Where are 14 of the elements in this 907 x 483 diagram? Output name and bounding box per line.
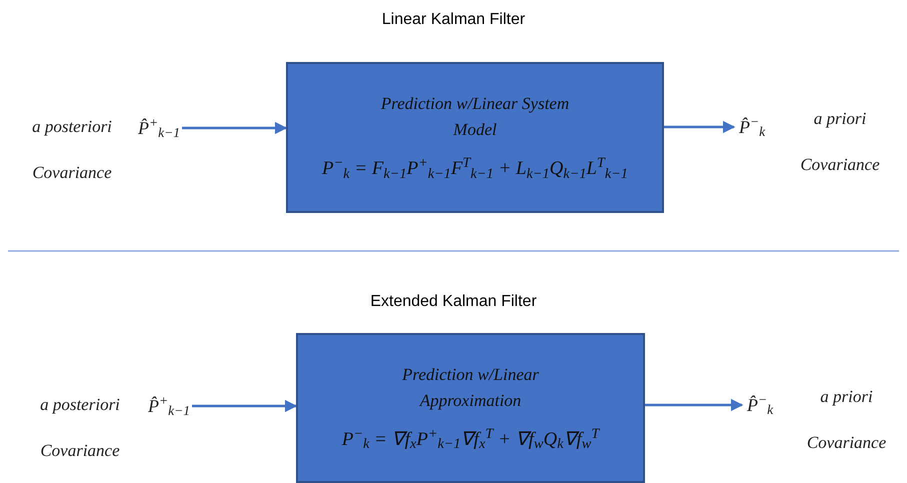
beside-text: a priori Covariance bbox=[799, 108, 881, 176]
panel-title: Extended Kalman Filter bbox=[370, 292, 537, 312]
panel-title: Linear Kalman Filter bbox=[382, 10, 526, 30]
arrow bbox=[664, 120, 736, 134]
process-box bbox=[296, 333, 645, 483]
beside-text: a posteriori Covariance bbox=[39, 394, 121, 462]
arrow bbox=[182, 122, 288, 134]
arrow bbox=[645, 398, 744, 412]
process-box bbox=[286, 62, 664, 213]
beside-text: a priori Covariance bbox=[806, 386, 888, 454]
beside-text: a posteriori Covariance bbox=[31, 116, 113, 184]
box-heading: Prediction w/Linear Approximation bbox=[401, 364, 540, 412]
box-heading: Prediction w/Linear System Model bbox=[380, 93, 570, 142]
arrow bbox=[192, 400, 298, 412]
